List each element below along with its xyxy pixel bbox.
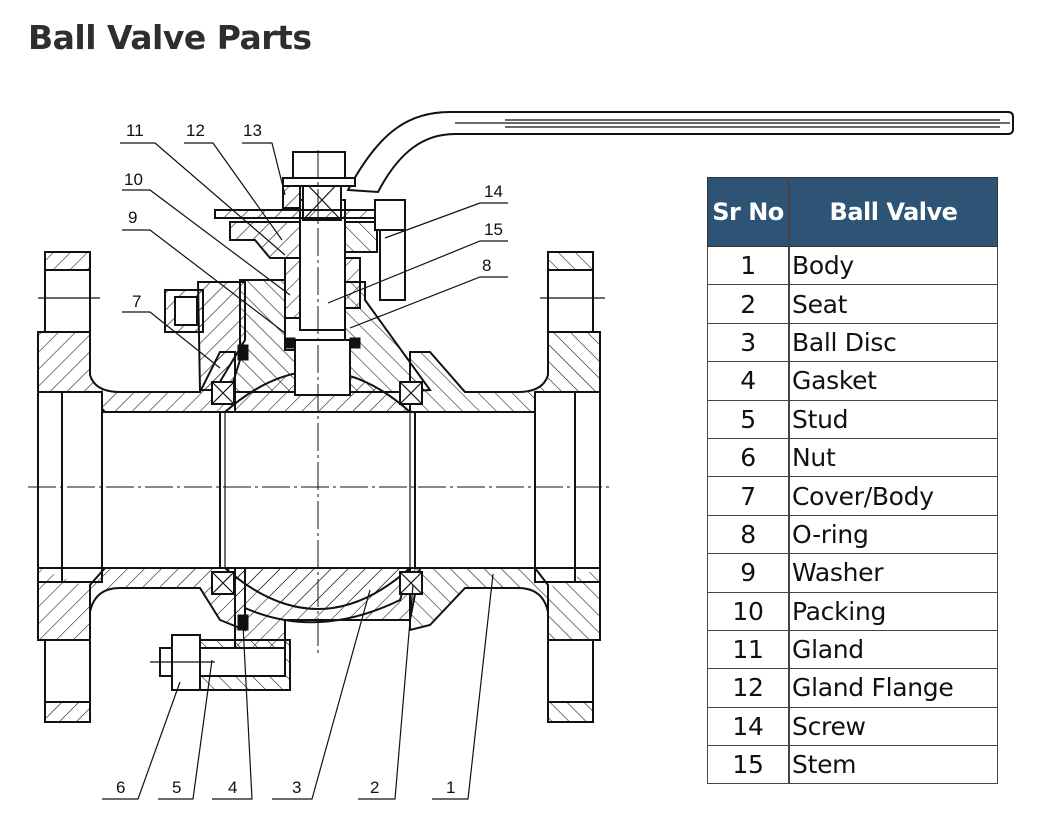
callout-5: 5 (172, 778, 181, 797)
sr-no-cell: 15 (707, 745, 790, 785)
callout-3: 3 (292, 778, 301, 797)
part-name-cell: Packing (788, 591, 998, 631)
handle-lever (346, 111, 1014, 194)
callout-1: 1 (446, 778, 455, 797)
sr-no-cell: 6 (707, 437, 790, 478)
callout-14: 14 (484, 182, 503, 201)
callout-4: 4 (228, 778, 237, 797)
sr-no-cell: 5 (707, 399, 790, 439)
callout-2: 2 (370, 778, 379, 797)
sr-no-cell: 8 (707, 514, 790, 555)
part-name-cell: Seat (788, 284, 998, 324)
part-name-cell: Body (788, 245, 998, 286)
sr-no-cell: 12 (707, 668, 790, 708)
part-name-cell: Stud (788, 399, 998, 439)
part-name-cell: Nut (788, 437, 998, 478)
callout-10: 10 (124, 170, 143, 189)
table-header-row: Sr No Ball Valve (707, 177, 998, 247)
callout-15: 15 (484, 220, 503, 239)
part-name-cell: Gland Flange (788, 668, 998, 708)
stud-nut (150, 634, 286, 691)
header-ball-valve: Ball Valve (788, 177, 998, 247)
callout-8: 8 (482, 256, 491, 275)
part-name-cell: Cover/Body (788, 476, 998, 516)
callout-9: 9 (128, 208, 137, 227)
part-name-cell: Gland (788, 629, 998, 670)
sr-no-cell: 7 (707, 476, 790, 516)
callout-11: 11 (126, 121, 144, 140)
sr-no-cell: 9 (707, 553, 790, 593)
sr-no-cell: 1 (707, 245, 790, 286)
sr-no-cell: 10 (707, 591, 790, 631)
header-sr-no: Sr No (707, 177, 790, 247)
sr-no-cell: 4 (707, 361, 790, 401)
stem-assembly (214, 151, 406, 631)
sr-no-cell: 2 (707, 284, 790, 324)
sr-no-cell: 3 (707, 322, 790, 363)
callout-12: 12 (186, 121, 205, 140)
part-name-cell: Ball Disc (788, 322, 998, 363)
callout-6: 6 (116, 778, 125, 797)
seats (211, 381, 423, 595)
callout-7: 7 (132, 292, 141, 311)
sr-no-cell: 14 (707, 706, 790, 747)
callout-13: 13 (243, 121, 262, 140)
body-top (164, 279, 432, 393)
page-title: Ball Valve Parts (28, 18, 312, 57)
sr-no-cell: 11 (707, 629, 790, 670)
part-name-cell: Washer (788, 553, 998, 593)
part-name-cell: Screw (788, 706, 998, 747)
part-name-cell: Stem (788, 745, 998, 785)
callouts-bottom: 6 5 4 3 2 1 (102, 573, 494, 800)
callouts-top: 11 12 13 10 9 7 14 15 8 (120, 121, 508, 369)
part-name-cell: O-ring (788, 514, 998, 555)
part-name-cell: Gasket (788, 361, 998, 401)
